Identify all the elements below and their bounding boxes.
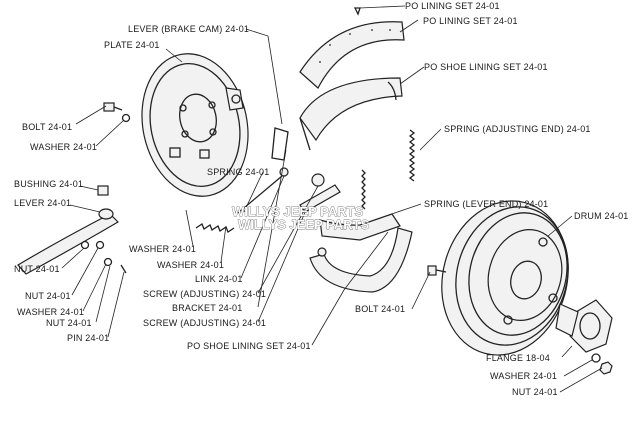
small-hardware-left — [80, 240, 127, 274]
label-link: LINK 24-01 — [195, 274, 243, 284]
label-flange: FLANGE 18-04 — [486, 353, 550, 363]
label-po-shoe-lining-set-top: PO SHOE LINING SET 24-01 — [424, 62, 548, 72]
label-po-lining-set-top: PO LINING SET 24-01 — [405, 1, 500, 11]
label-po-lining-set: PO LINING SET 24-01 — [423, 16, 518, 26]
label-nut-3: NUT 24-01 — [46, 318, 92, 328]
label-nut-2: NUT 24-01 — [25, 291, 71, 301]
label-drum: DRUM 24-01 — [574, 211, 629, 221]
bolt-right-part — [427, 265, 447, 276]
upper-shoe — [299, 77, 403, 151]
label-washer-left: WASHER 24-01 — [30, 142, 97, 152]
label-nut-right: NUT 24-01 — [512, 387, 558, 397]
label-washer-mid-2: WASHER 24-01 — [157, 260, 224, 270]
label-screw-adjusting-1: SCREW (ADJUSTING) 24-01 — [143, 289, 266, 299]
label-bushing: BUSHING 24-01 — [14, 179, 83, 189]
lever-part — [17, 185, 119, 275]
label-washer-mid-1: WASHER 24-01 — [129, 244, 196, 254]
bolt-left-part — [103, 102, 131, 123]
upper-lining — [299, 21, 405, 89]
spring-adjusting-end-part — [408, 129, 416, 182]
label-spring-lever-end: SPRING (LEVER END) 24-01 — [424, 199, 548, 209]
label-plate: PLATE 24-01 — [104, 40, 160, 50]
label-spring: SPRING 24-01 — [207, 167, 269, 177]
drum-part — [441, 200, 569, 356]
rivet-top — [353, 7, 361, 16]
label-spring-adjusting-end: SPRING (ADJUSTING END) 24-01 — [444, 124, 591, 134]
link-rod — [237, 167, 289, 214]
label-washer-bottom-left: WASHER 24-01 — [17, 307, 84, 317]
washer-right-part — [591, 353, 601, 363]
label-po-shoe-lining-set-bottom: PO SHOE LINING SET 24-01 — [187, 341, 311, 351]
spring-lever-end-part — [361, 169, 366, 210]
label-lever: LEVER 24-01 — [14, 198, 71, 208]
spring-small-part — [195, 223, 235, 233]
brake-cam-lever — [225, 87, 244, 111]
flange-part — [555, 299, 613, 353]
label-bracket: BRACKET 24-01 — [172, 303, 242, 313]
label-screw-adjusting-2: SCREW (ADJUSTING) 24-01 — [143, 318, 266, 328]
watermark-line-2: WILLYS JEEP PARTS — [238, 217, 370, 232]
nut-right-part — [599, 361, 613, 375]
label-bolt-right: BOLT 24-01 — [355, 304, 405, 314]
leader-lines — [61, 5, 603, 393]
lower-shoe — [309, 213, 413, 293]
label-washer-right: WASHER 24-01 — [490, 371, 557, 381]
label-lever-brake-cam: LEVER (BRAKE CAM) 24-01 — [128, 24, 249, 34]
watermark-line-1: WILLYS JEEP PARTS — [232, 204, 364, 219]
label-bolt-left: BOLT 24-01 — [22, 122, 72, 132]
label-nut-1: NUT 24-01 — [14, 264, 60, 274]
label-pin: PIN 24-01 — [67, 333, 109, 343]
backing-plate — [141, 53, 249, 197]
